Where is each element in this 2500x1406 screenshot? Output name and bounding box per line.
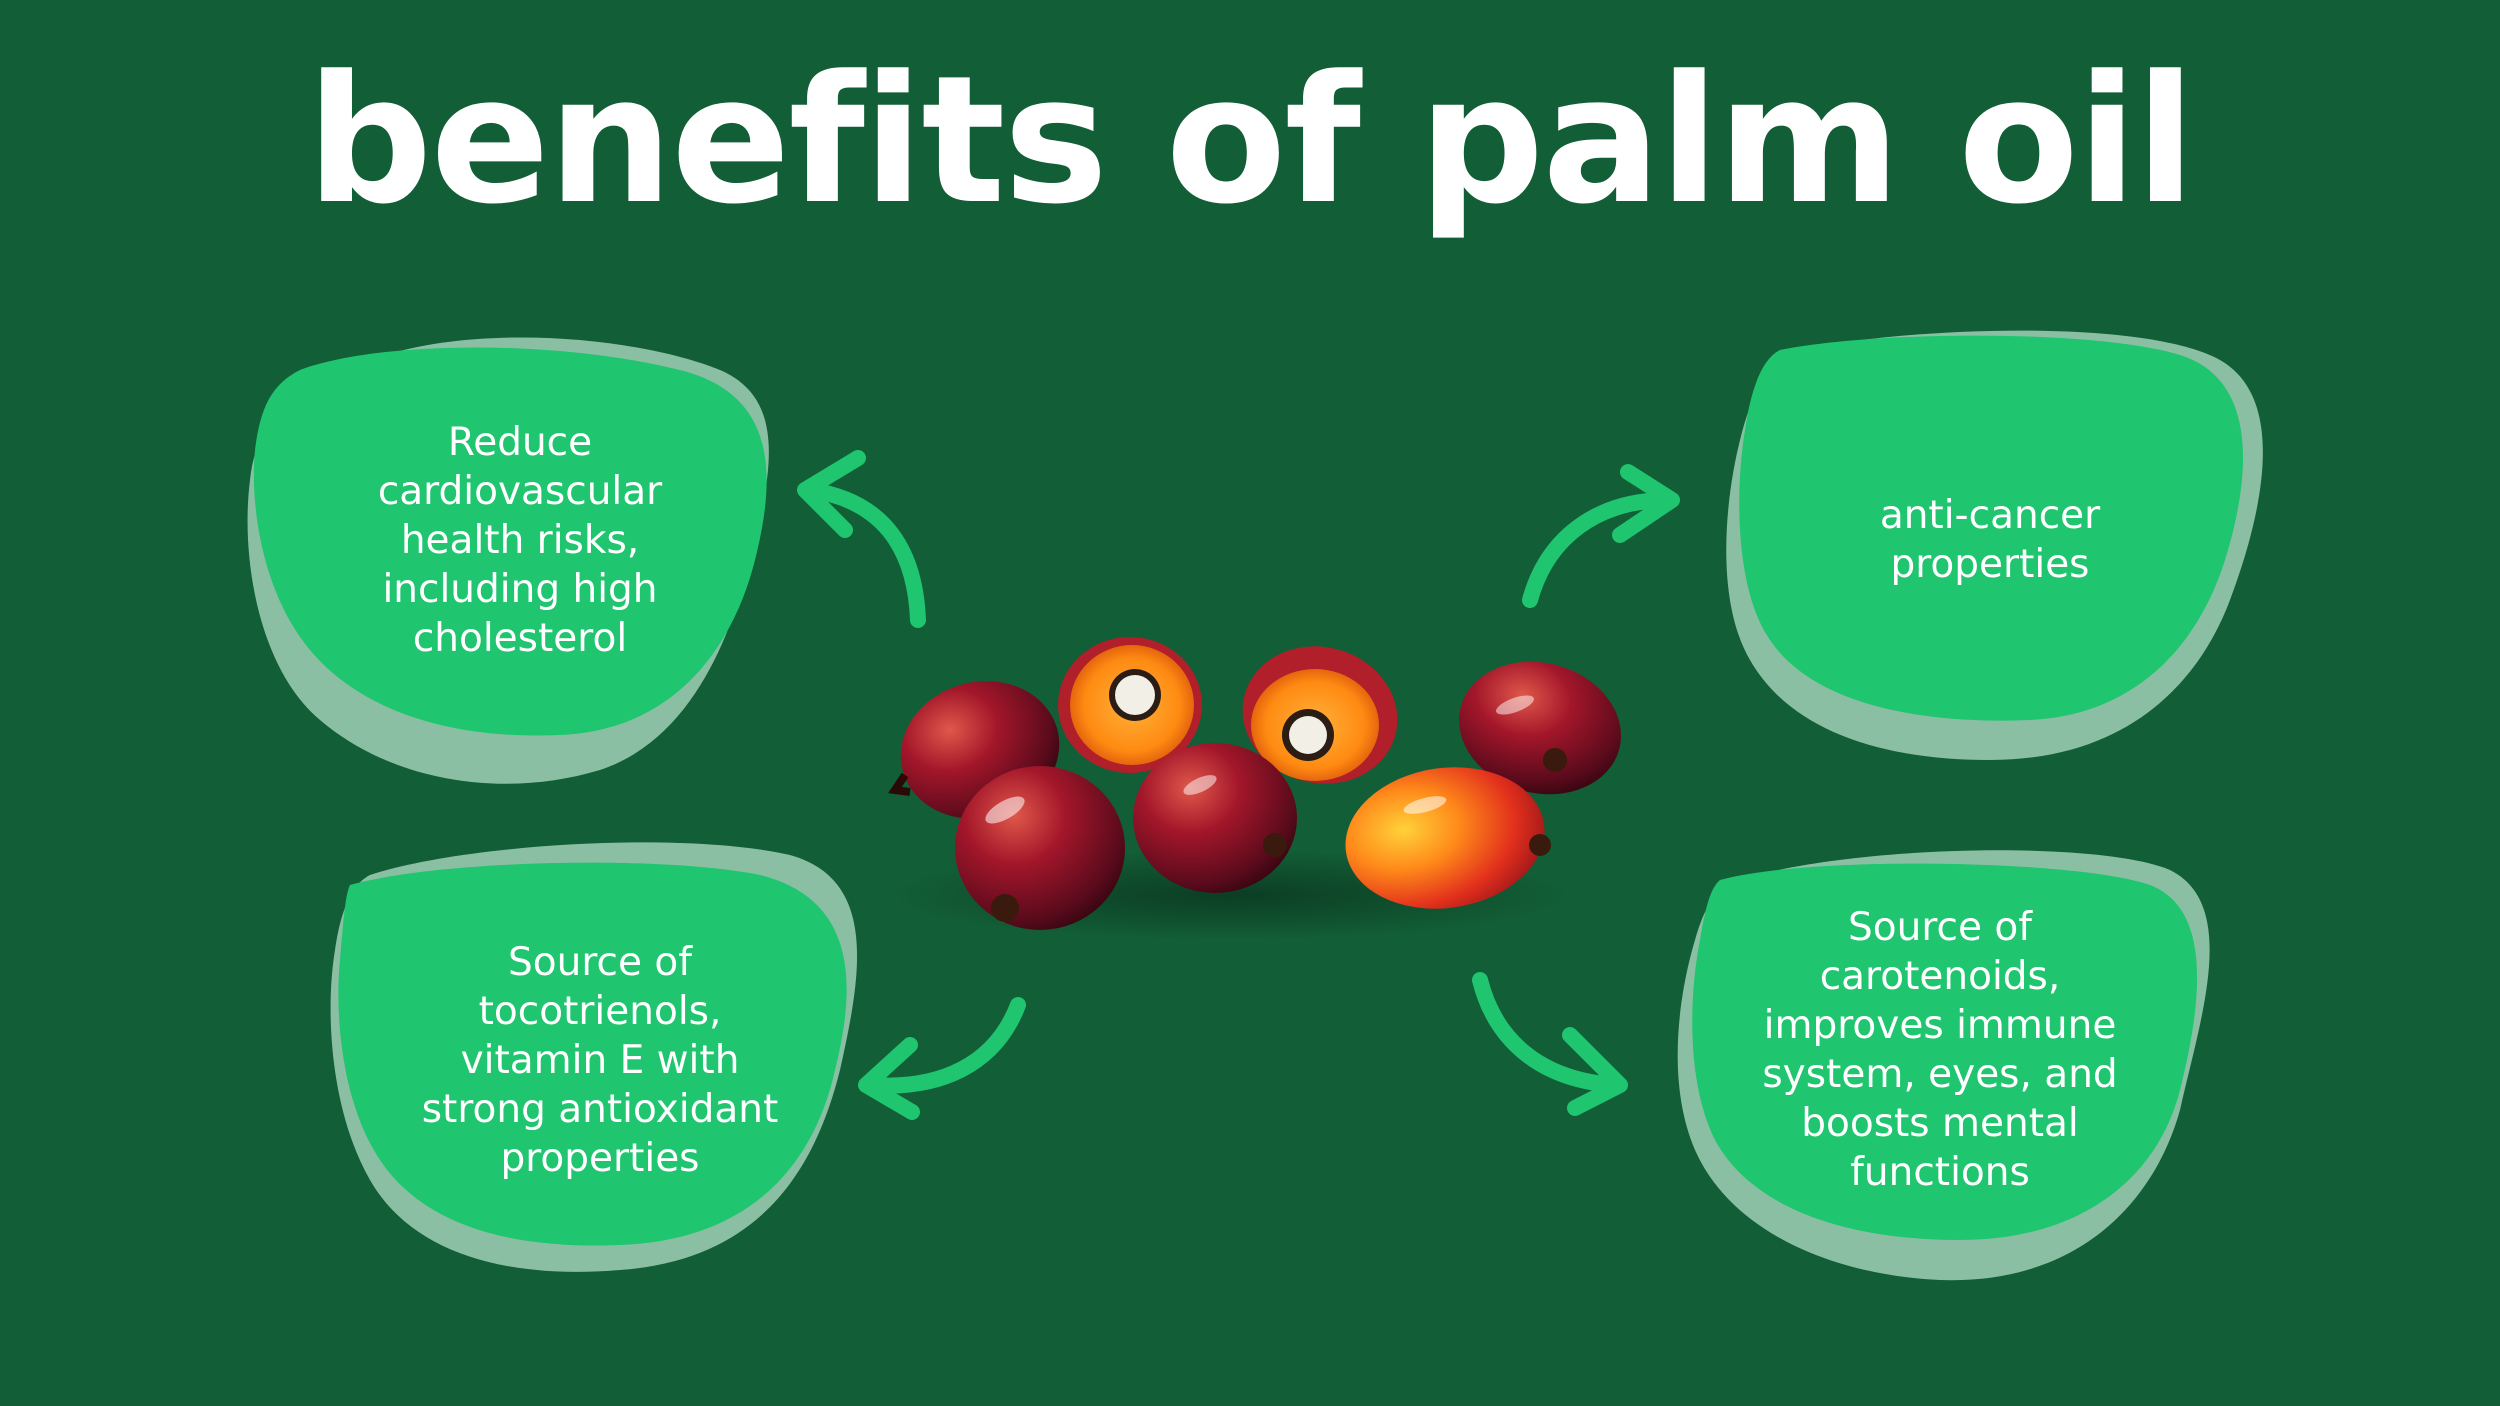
arrow-to-top-left <box>797 450 926 628</box>
benefit-text-2: anti-cancer properties <box>1830 440 2150 640</box>
benefit-label: Reduce cardiovascular health risks, incl… <box>377 419 663 661</box>
arrow-to-bottom-right <box>1472 972 1628 1116</box>
palm-oil-fruits-image <box>888 637 1621 940</box>
benefit-text-4: Source of carotenoids, improves immune s… <box>1755 885 2125 1215</box>
arrow-to-bottom-left <box>858 997 1026 1120</box>
benefit-blob-2 <box>1726 330 2263 760</box>
arrow-to-top-right <box>1522 464 1680 608</box>
palm-fruit <box>955 766 1125 930</box>
benefit-label: anti-cancer properties <box>1879 493 2101 587</box>
benefit-text-3: Source of tocotrienols, vitamin E with s… <box>410 920 790 1200</box>
palm-fruit <box>1459 661 1621 795</box>
palm-fruit <box>1133 743 1297 893</box>
palm-fruit-ripe <box>1345 767 1545 909</box>
blob-shape <box>338 862 847 1246</box>
blob-shape <box>1692 863 2198 1240</box>
benefit-text-1: Reduce cardiovascular health risks, incl… <box>335 400 705 680</box>
benefit-blob-1 <box>247 337 769 784</box>
palm-fruit-cut <box>1058 637 1202 773</box>
blob-shape <box>1739 335 2244 721</box>
benefit-label: Source of tocotrienols, vitamin E with s… <box>421 939 779 1181</box>
blob-shape <box>253 347 767 736</box>
benefit-blob-4 <box>1677 850 2210 1281</box>
palm-fruit-cut <box>1242 646 1398 784</box>
benefit-label: Source of carotenoids, improves immune s… <box>1762 905 2118 1195</box>
page-title: benefits of palm oil <box>306 38 2195 243</box>
benefit-blob-3 <box>330 842 858 1272</box>
